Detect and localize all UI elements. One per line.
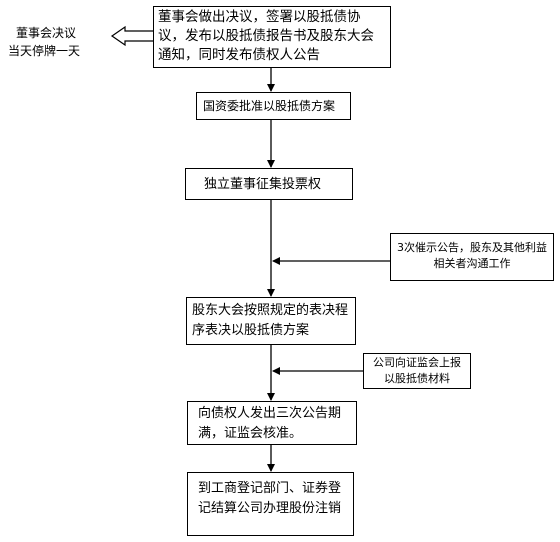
- left-note-line1: 董事会决议: [16, 26, 77, 40]
- node-independent-director-text: 独立董事征集投票权: [204, 177, 322, 192]
- node-independent-director: 独立董事征集投票权: [185, 168, 353, 200]
- node-cancellation: 到工商登记部门、证券登记结算公司办理股份注销: [187, 472, 354, 536]
- left-note: 董事会决议 当天停牌一天: [8, 24, 108, 60]
- node-creditor-notice: 向债权人发出三次公告期满，证监会核准。: [187, 401, 357, 445]
- node-shareholder-meeting-text: 股东大会按照规定的表决程序表决以股抵债方案: [192, 303, 349, 338]
- node-shareholder-meeting: 股东大会按照规定的表决程序表决以股抵债方案: [186, 297, 356, 345]
- node-board-resolution-text: 董事会做出决议，签署以股抵债协议，发布以股抵债报告书及股东大会通知，同时发布债权…: [158, 9, 374, 63]
- node-sasac-approval-text: 国资委批准以股抵债方案: [203, 99, 336, 113]
- node-creditor-notice-text: 向债权人发出三次公告期满，证监会核准。: [198, 406, 342, 441]
- side-node-reminder: 3次催示公告，股东及其他利益相关者沟通工作: [390, 233, 554, 281]
- side-node-csrc-report: 公司向证监会上报以股抵债材料: [363, 353, 471, 389]
- side-node-csrc-report-text: 公司向证监会上报以股抵债材料: [373, 356, 461, 385]
- node-board-resolution: 董事会做出决议，签署以股抵债协议，发布以股抵债报告书及股东大会通知，同时发布债权…: [153, 6, 391, 68]
- side-node-reminder-text: 3次催示公告，股东及其他利益相关者沟通工作: [397, 241, 547, 270]
- hollow-arrow-left: [110, 25, 153, 47]
- left-note-line2: 当天停牌一天: [8, 44, 81, 58]
- node-sasac-approval: 国资委批准以股抵债方案: [196, 92, 351, 120]
- node-cancellation-text: 到工商登记部门、证券登记结算公司办理股份注销: [198, 481, 342, 516]
